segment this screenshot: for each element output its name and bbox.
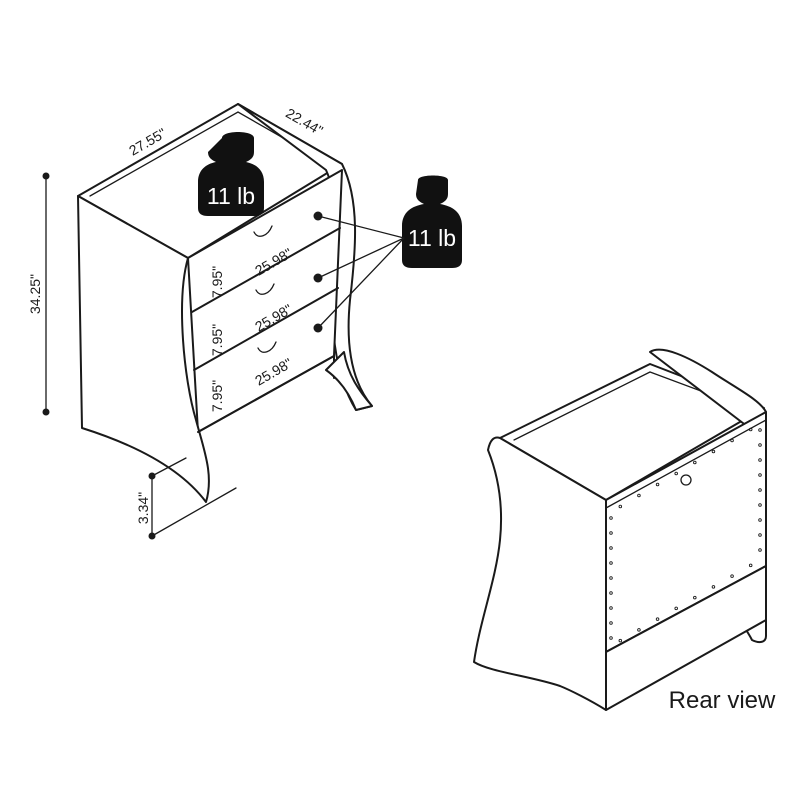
rear-top-edge-line xyxy=(605,419,767,509)
rivet-dot xyxy=(748,427,753,432)
rear-view-dresser xyxy=(473,348,767,711)
clearance-dim-dot-bottom xyxy=(148,532,156,540)
rivet-dot xyxy=(609,516,613,520)
rivet-dot xyxy=(655,617,660,621)
left-side-panel xyxy=(77,195,210,503)
front-view-dresser xyxy=(77,103,373,503)
rivet-dot xyxy=(609,606,613,610)
rivet-dot xyxy=(758,518,762,522)
drawer-1-pointer-dot xyxy=(313,211,323,221)
top-weight-label: 11 lb xyxy=(207,183,255,209)
rivet-dot xyxy=(758,473,762,477)
drawer-2-pointer-dot xyxy=(313,273,323,283)
rivet-dot xyxy=(637,628,641,632)
drawer-1-height-label: 7.95" xyxy=(209,266,225,298)
rivet-dot xyxy=(609,576,613,580)
rivet-dot xyxy=(730,438,734,443)
rivet-dot xyxy=(609,591,613,595)
rivet-dot xyxy=(609,636,613,640)
rivet-dot xyxy=(758,533,762,537)
drawer-weight-label: 11 lb xyxy=(408,225,456,251)
rear-cable-hole xyxy=(680,474,692,486)
drawer-3-height-label: 7.95" xyxy=(209,380,225,412)
right-leg xyxy=(325,351,373,411)
rear-view-label: Rear view xyxy=(669,687,776,714)
drawer-divider-1 xyxy=(191,227,341,313)
clearance-label: 3.34" xyxy=(135,492,151,524)
rivet-dot xyxy=(758,503,762,507)
drawer-weight-icon: 11 lb xyxy=(402,175,462,268)
dimension-lines xyxy=(42,172,237,540)
rivet-dot xyxy=(711,449,716,454)
rivet-dot xyxy=(609,546,613,550)
drawer-pull-1 xyxy=(253,225,273,237)
rivet-dot xyxy=(711,585,716,589)
rivet-dot xyxy=(758,458,762,462)
rivet-dot xyxy=(609,561,613,565)
drawer-2-height-label: 7.95" xyxy=(209,324,225,356)
rivet-dot xyxy=(655,482,660,487)
clearance-ext-bottom xyxy=(151,487,237,537)
rivet-dot xyxy=(758,428,762,432)
rivet-dot xyxy=(730,574,734,578)
weight-pointer-lines xyxy=(313,211,405,333)
rivet-dot xyxy=(758,488,762,492)
rear-panel-rivets xyxy=(609,427,762,643)
height-label: 34.25" xyxy=(27,274,43,314)
rivet-dot xyxy=(618,638,623,643)
clearance-ext-top xyxy=(151,457,187,477)
rivet-dot xyxy=(748,563,753,568)
rear-left-panel xyxy=(473,436,607,711)
rivet-dot xyxy=(758,443,762,447)
rivet-dot xyxy=(674,471,678,476)
rivet-dot xyxy=(758,548,762,552)
drawer-divider-2 xyxy=(193,287,339,371)
drawer-pull-3 xyxy=(257,341,277,353)
height-dim-dot-bottom xyxy=(42,408,50,416)
height-dim-dot-top xyxy=(42,172,50,180)
clearance-dim-dot-top xyxy=(148,472,156,480)
drawer-3-pointer-dot xyxy=(313,323,323,333)
rivet-dot xyxy=(609,531,613,535)
rivet-dot xyxy=(618,504,623,509)
rivet-dot xyxy=(674,606,678,611)
rivet-dot xyxy=(637,493,641,498)
top-weight-icon: 11 lb xyxy=(198,132,264,216)
rivet-dot xyxy=(609,621,613,625)
drawer-pull-2 xyxy=(255,283,275,295)
rivet-dot xyxy=(693,595,697,600)
rivet-dot xyxy=(693,460,697,465)
